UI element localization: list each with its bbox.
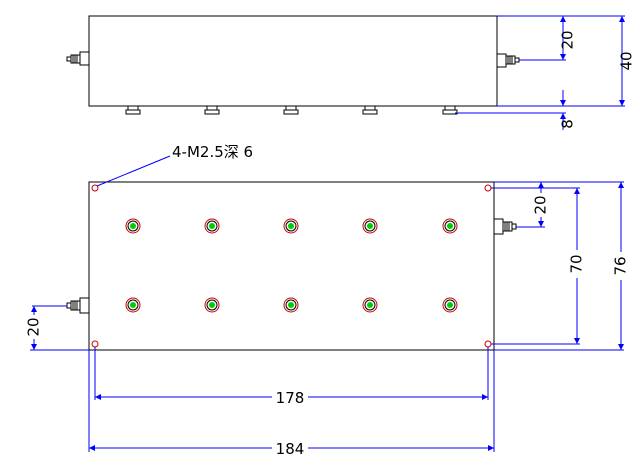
dim-plan-port-offset-left: 20	[25, 317, 43, 336]
side-view-dimensions	[455, 15, 625, 130]
tuning-screw-icon	[204, 297, 220, 313]
dim-text-backing	[533, 193, 549, 217]
dim-plan-overall-height: 76	[612, 256, 630, 275]
sma-connector-icon	[66, 297, 90, 314]
thread-hole-note: 4-M2.5深 6	[172, 143, 253, 161]
plan-view-body	[88, 181, 495, 351]
tuning-screws	[125, 105, 458, 115]
plan-view: 4-M2.5深 6	[25, 143, 630, 458]
tuning-screw-icon	[362, 218, 378, 234]
tuning-screw-icon	[204, 218, 220, 234]
mounting-hole-icon	[484, 184, 492, 192]
sma-connector-icon	[493, 218, 517, 235]
tuning-screw-icon	[362, 297, 378, 313]
mounting-hole-icon	[484, 340, 492, 348]
plan-dimension-arrows	[31, 182, 624, 451]
dim-side-height: 40	[618, 51, 636, 70]
tuning-screw-icon	[204, 105, 220, 115]
tuning-screw-icon	[362, 105, 378, 115]
side-view-body	[88, 15, 498, 107]
tuning-screw-icon	[283, 105, 299, 115]
dim-text-backing	[272, 389, 308, 406]
tuning-screw-icon	[125, 218, 141, 234]
tuning-screw-icon	[125, 297, 141, 313]
dimension-arrows	[560, 16, 625, 119]
dim-text-backing	[272, 440, 308, 457]
dim-side-port-offset: 20	[559, 30, 577, 49]
dim-text-backing	[26, 315, 42, 339]
mounting-holes	[91, 184, 492, 348]
mounting-hole-icon	[91, 184, 99, 192]
tuning-screw-grid	[125, 218, 458, 313]
plan-view-dimensions	[30, 181, 624, 452]
note-leader-line	[96, 155, 171, 187]
tuning-screw-icon	[125, 105, 141, 115]
tuning-screw-icon	[442, 105, 458, 115]
dim-plan-hole-spacing-horizontal: 178	[276, 389, 305, 407]
dim-side-bracket: 8	[559, 119, 577, 129]
tuning-screw-icon	[442, 297, 458, 313]
dim-text-backing	[613, 252, 629, 280]
dim-plan-hole-spacing-vertical: 70	[568, 254, 586, 273]
tuning-screw-icon	[283, 218, 299, 234]
side-view: 20 40 8	[66, 15, 636, 130]
dim-plan-overall-length: 184	[276, 440, 305, 458]
mounting-hole-icon	[91, 340, 99, 348]
dim-text-backing	[569, 250, 585, 278]
tuning-screw-icon	[283, 297, 299, 313]
sma-connector-icon	[496, 53, 520, 68]
dim-plan-port-offset-right: 20	[532, 195, 550, 214]
sma-connector-icon	[66, 51, 90, 66]
tuning-screw-icon	[442, 218, 458, 234]
